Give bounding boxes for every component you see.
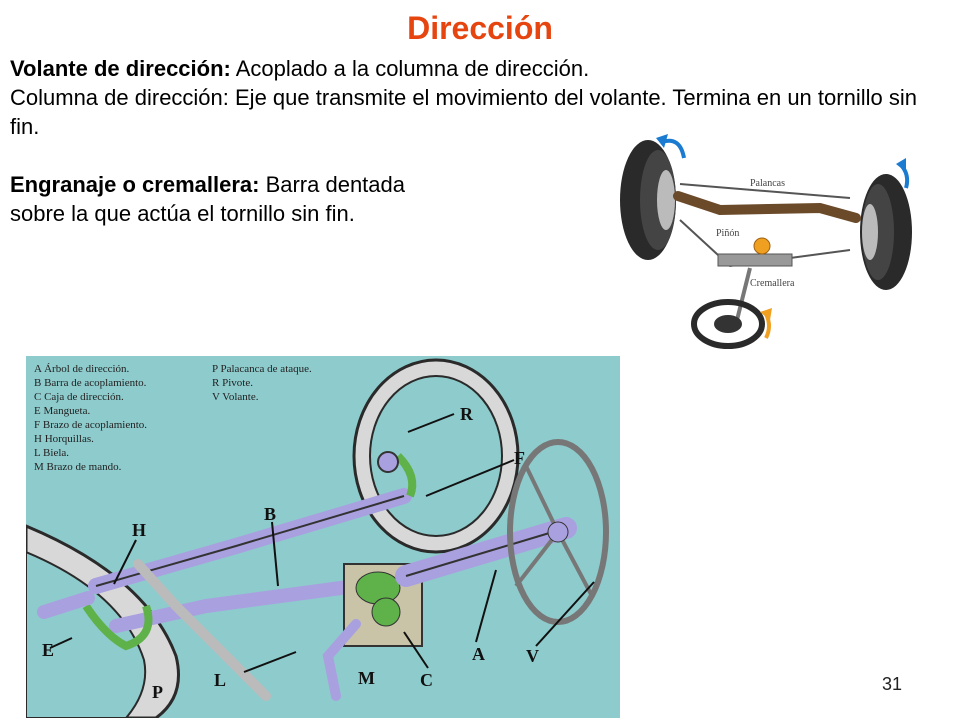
pitman-arm-m (322, 619, 361, 701)
arrow-c (403, 631, 429, 669)
letter-r: R (460, 404, 474, 424)
front-axle-bar (673, 191, 861, 223)
letter-v: V (526, 646, 539, 666)
arrow-a (475, 569, 497, 643)
label-engranaje: Engranaje o cremallera: (10, 172, 260, 197)
letter-e: E (42, 640, 54, 660)
rack-bar (717, 253, 793, 267)
arrow-r (407, 413, 455, 433)
arrow-b (271, 521, 279, 587)
arrow-l (243, 651, 297, 673)
letter-l: L (214, 670, 226, 690)
slide-body: Volante de dirección: Acoplado a la colu… (10, 54, 940, 228)
letter-h: H (132, 520, 146, 540)
page-number: 31 (881, 674, 902, 694)
right-arrow-head (896, 158, 906, 172)
steering-column-a-outline (405, 527, 567, 577)
legend-item: P Palacanca de ataque. (212, 363, 312, 375)
sector-gear (371, 597, 401, 627)
biela-l (133, 559, 271, 701)
legend-item: V Volante. (212, 391, 259, 403)
steering-column (734, 267, 752, 325)
text-volante: Acoplado a la columna de dirección. (230, 56, 590, 81)
arrow-v (535, 581, 595, 647)
steering-arrow-head (760, 308, 772, 320)
legend-item: A Árbol de dirección. (34, 363, 130, 375)
pinion-gear (753, 237, 771, 255)
label-volante: Volante de dirección: (10, 56, 231, 81)
right-wheel (860, 174, 912, 290)
legend-right: P Palacanca de ataque. R Pivote. V Volan… (212, 363, 312, 403)
paragraph-columna: Columna de dirección: Eje que transmite … (10, 85, 917, 139)
legend-item: L Biela. (34, 447, 69, 459)
legend-item: E Mangueta. (34, 405, 90, 417)
label-palancas: Palancas (750, 178, 785, 189)
legend-item: H Horquillas. (34, 433, 94, 445)
green-arm-left (82, 603, 153, 651)
label-cremallera: Cremallera (750, 278, 795, 289)
legend-left: A Árbol de dirección. B Barra de acoplam… (34, 363, 147, 473)
steering-wheel (691, 299, 765, 349)
arrow-h (113, 539, 137, 585)
legend-item: R Pivote. (212, 377, 253, 389)
arrow-e (49, 637, 73, 649)
rear-right-tire (352, 358, 520, 554)
arrow-f (425, 459, 515, 497)
paragraph-engranaje: Engranaje o cremallera: Barra dentada so… (10, 170, 455, 228)
legend-item: C Caja de dirección. (34, 391, 124, 403)
steering-system-diagram: A Árbol de dirección. B Barra de acoplam… (26, 356, 620, 718)
slide-title: Dirección (407, 10, 553, 46)
text-engranaje: Barra dentada sobre la que actúa el torn… (10, 172, 405, 226)
letter-a: A (472, 644, 485, 664)
rack-pinion-illustration: Palancas Piñón Cremallera (620, 134, 912, 349)
label-pinon: Piñón (716, 228, 739, 239)
diagram-letters: R F B H E P L M C A V (42, 404, 539, 702)
pivot-r (377, 451, 399, 473)
left-wheel (620, 140, 676, 260)
left-arrow-head (656, 134, 668, 148)
paragraph-volante: Volante de dirección: Acoplado a la colu… (10, 54, 940, 83)
letter-c: C (420, 670, 433, 690)
stub-axle-e (37, 591, 95, 619)
worm-gear (355, 571, 401, 605)
letter-b: B (264, 504, 276, 524)
letter-f: F (514, 448, 525, 468)
legend-item: B Barra de acoplamiento. (34, 377, 147, 389)
green-arm-right (395, 453, 417, 498)
letter-m: M (358, 668, 375, 688)
legend-item: F Brazo de acoplamiento. (34, 419, 147, 431)
letter-p: P (152, 682, 163, 702)
legend-item: M Brazo de mando. (34, 461, 122, 473)
